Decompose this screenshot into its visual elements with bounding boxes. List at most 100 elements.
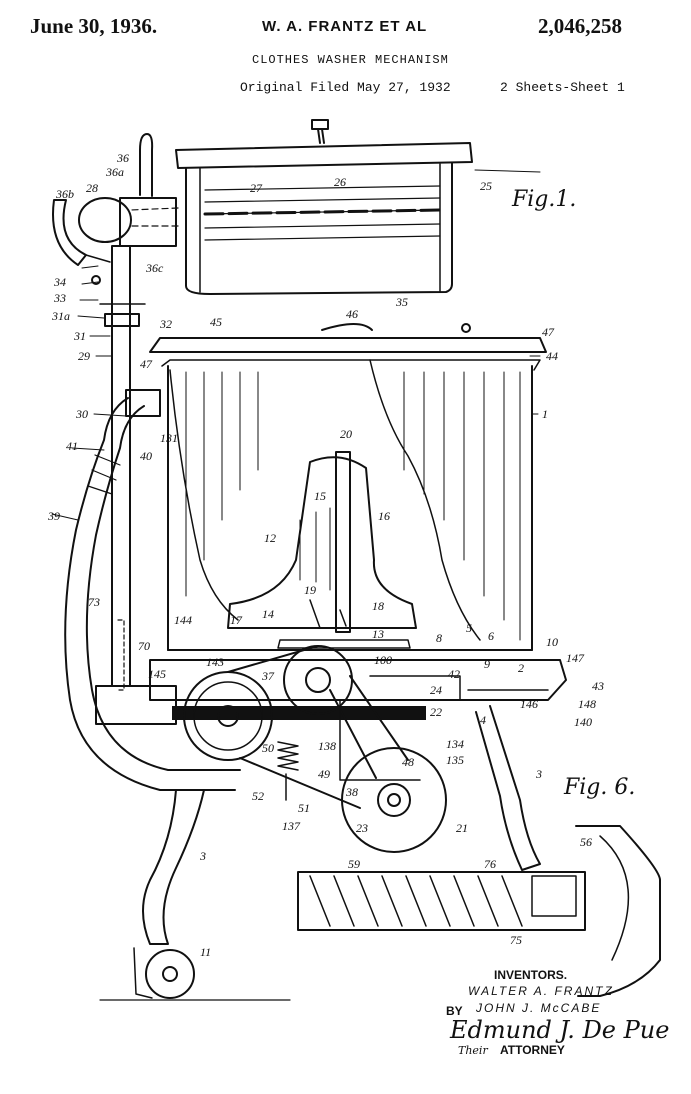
ref-47-left: 47 xyxy=(140,357,153,371)
leader-lines xyxy=(52,170,540,520)
ref-27: 27 xyxy=(250,181,263,195)
ref-52: 52 xyxy=(252,789,264,803)
ref-4: 4 xyxy=(480,713,486,727)
their-label: Their xyxy=(458,1044,488,1057)
tub-lid xyxy=(150,338,546,352)
hose-clamp xyxy=(126,390,160,416)
ref-138: 138 xyxy=(318,739,336,753)
ref-140: 140 xyxy=(574,715,592,729)
ref-31a: 31a xyxy=(51,309,70,323)
ref-5: 5 xyxy=(466,621,472,635)
caster-wheel xyxy=(146,950,194,998)
ref-39: 39 xyxy=(47,509,60,523)
wringer-knob-stem xyxy=(318,129,324,143)
ref-10: 10 xyxy=(546,635,558,649)
drain-hose xyxy=(65,390,240,790)
ref-43: 43 xyxy=(592,679,604,693)
ref-49: 49 xyxy=(318,767,330,781)
ref-1: 1 xyxy=(542,407,548,421)
ref-40: 40 xyxy=(140,449,152,463)
ref-33: 33 xyxy=(53,291,66,305)
ref-70: 70 xyxy=(138,639,150,653)
agitator-shaft xyxy=(336,452,350,632)
wringer-knob xyxy=(312,120,328,129)
tension-spring xyxy=(278,742,298,770)
ref-12: 12 xyxy=(264,531,276,545)
ref-21: 21 xyxy=(456,821,468,835)
ref-37: 37 xyxy=(261,669,275,683)
ref-9: 9 xyxy=(484,657,490,671)
ref-15: 15 xyxy=(314,489,326,503)
ref-11: 11 xyxy=(200,945,211,959)
ref-31: 31 xyxy=(73,329,86,343)
inventor-2: JOHN J. McCABE xyxy=(476,1001,601,1015)
ref-144: 144 xyxy=(174,613,192,627)
wringer-housing xyxy=(186,163,452,294)
ref-143: 143 xyxy=(206,655,224,669)
ref-8: 8 xyxy=(436,631,442,645)
ref-146: 146 xyxy=(520,697,538,711)
ref-51: 51 xyxy=(298,801,310,815)
ref-26-top: 26 xyxy=(334,175,346,189)
idler-pulley xyxy=(284,646,352,714)
ref-36a: 36a xyxy=(105,165,124,179)
fig6-detail xyxy=(298,826,660,996)
ref-73: 73 xyxy=(88,595,100,609)
ref-3-left: 3 xyxy=(199,849,206,863)
wringer-head xyxy=(79,198,131,242)
ref-13: 13 xyxy=(372,627,384,641)
ref-36c: 36c xyxy=(145,261,164,275)
wringer-cover xyxy=(176,143,472,168)
ref-22: 22 xyxy=(430,705,442,719)
ref-56: 56 xyxy=(580,835,592,849)
ref-50: 50 xyxy=(262,741,274,755)
ref-36b: 36b xyxy=(55,187,74,201)
ref-32: 32 xyxy=(159,317,172,331)
ref-2: 2 xyxy=(518,661,524,675)
wringer-assembly xyxy=(53,120,472,294)
attorney-signature: Edmund J. De Pue xyxy=(450,1016,669,1044)
fig6-hub xyxy=(576,826,660,996)
ref-19: 19 xyxy=(304,583,316,597)
ref-147: 147 xyxy=(566,651,585,665)
ref-25: 25 xyxy=(480,179,492,193)
ref-29: 29 xyxy=(78,349,90,363)
ref-59: 59 xyxy=(348,857,360,871)
ref-35: 35 xyxy=(395,295,408,309)
ref-45: 45 xyxy=(210,315,222,329)
ref-137: 137 xyxy=(282,819,301,833)
agitator-body xyxy=(228,457,416,628)
wringer-release-lever xyxy=(140,134,152,196)
ref-76: 76 xyxy=(484,857,496,871)
ref-148: 148 xyxy=(578,697,596,711)
ref-131: 131 xyxy=(160,431,178,445)
ref-30: 30 xyxy=(75,407,88,421)
wringer-head-body xyxy=(120,198,176,246)
ref-48: 48 xyxy=(402,755,414,769)
motor-mount xyxy=(96,686,176,724)
ref-135: 135 xyxy=(446,753,464,767)
ref-100: 100 xyxy=(374,653,392,667)
ref-28: 28 xyxy=(86,181,98,195)
ref-20: 20 xyxy=(340,427,352,441)
ref-23: 23 xyxy=(356,821,368,835)
drive-mechanism xyxy=(184,646,446,852)
attorney-label: ATTORNEY xyxy=(500,1043,565,1057)
leg-front xyxy=(143,790,204,944)
wringer-post xyxy=(100,246,145,690)
tub-hatching xyxy=(186,372,520,640)
ref-41: 41 xyxy=(66,439,78,453)
ref-36: 36 xyxy=(116,151,129,165)
ref-47-right: 47 xyxy=(542,325,555,339)
ref-34: 34 xyxy=(53,275,66,289)
inventors-label: INVENTORS. xyxy=(494,968,567,982)
fig6-label: Fig. 6. xyxy=(563,775,635,800)
ref-16: 16 xyxy=(378,509,390,523)
ref-145: 145 xyxy=(148,667,166,681)
belt-b xyxy=(330,676,408,778)
fig6-bar xyxy=(298,872,585,930)
ref-46: 46 xyxy=(346,307,358,321)
ref-38: 38 xyxy=(345,785,358,799)
ref-14: 14 xyxy=(262,607,274,621)
